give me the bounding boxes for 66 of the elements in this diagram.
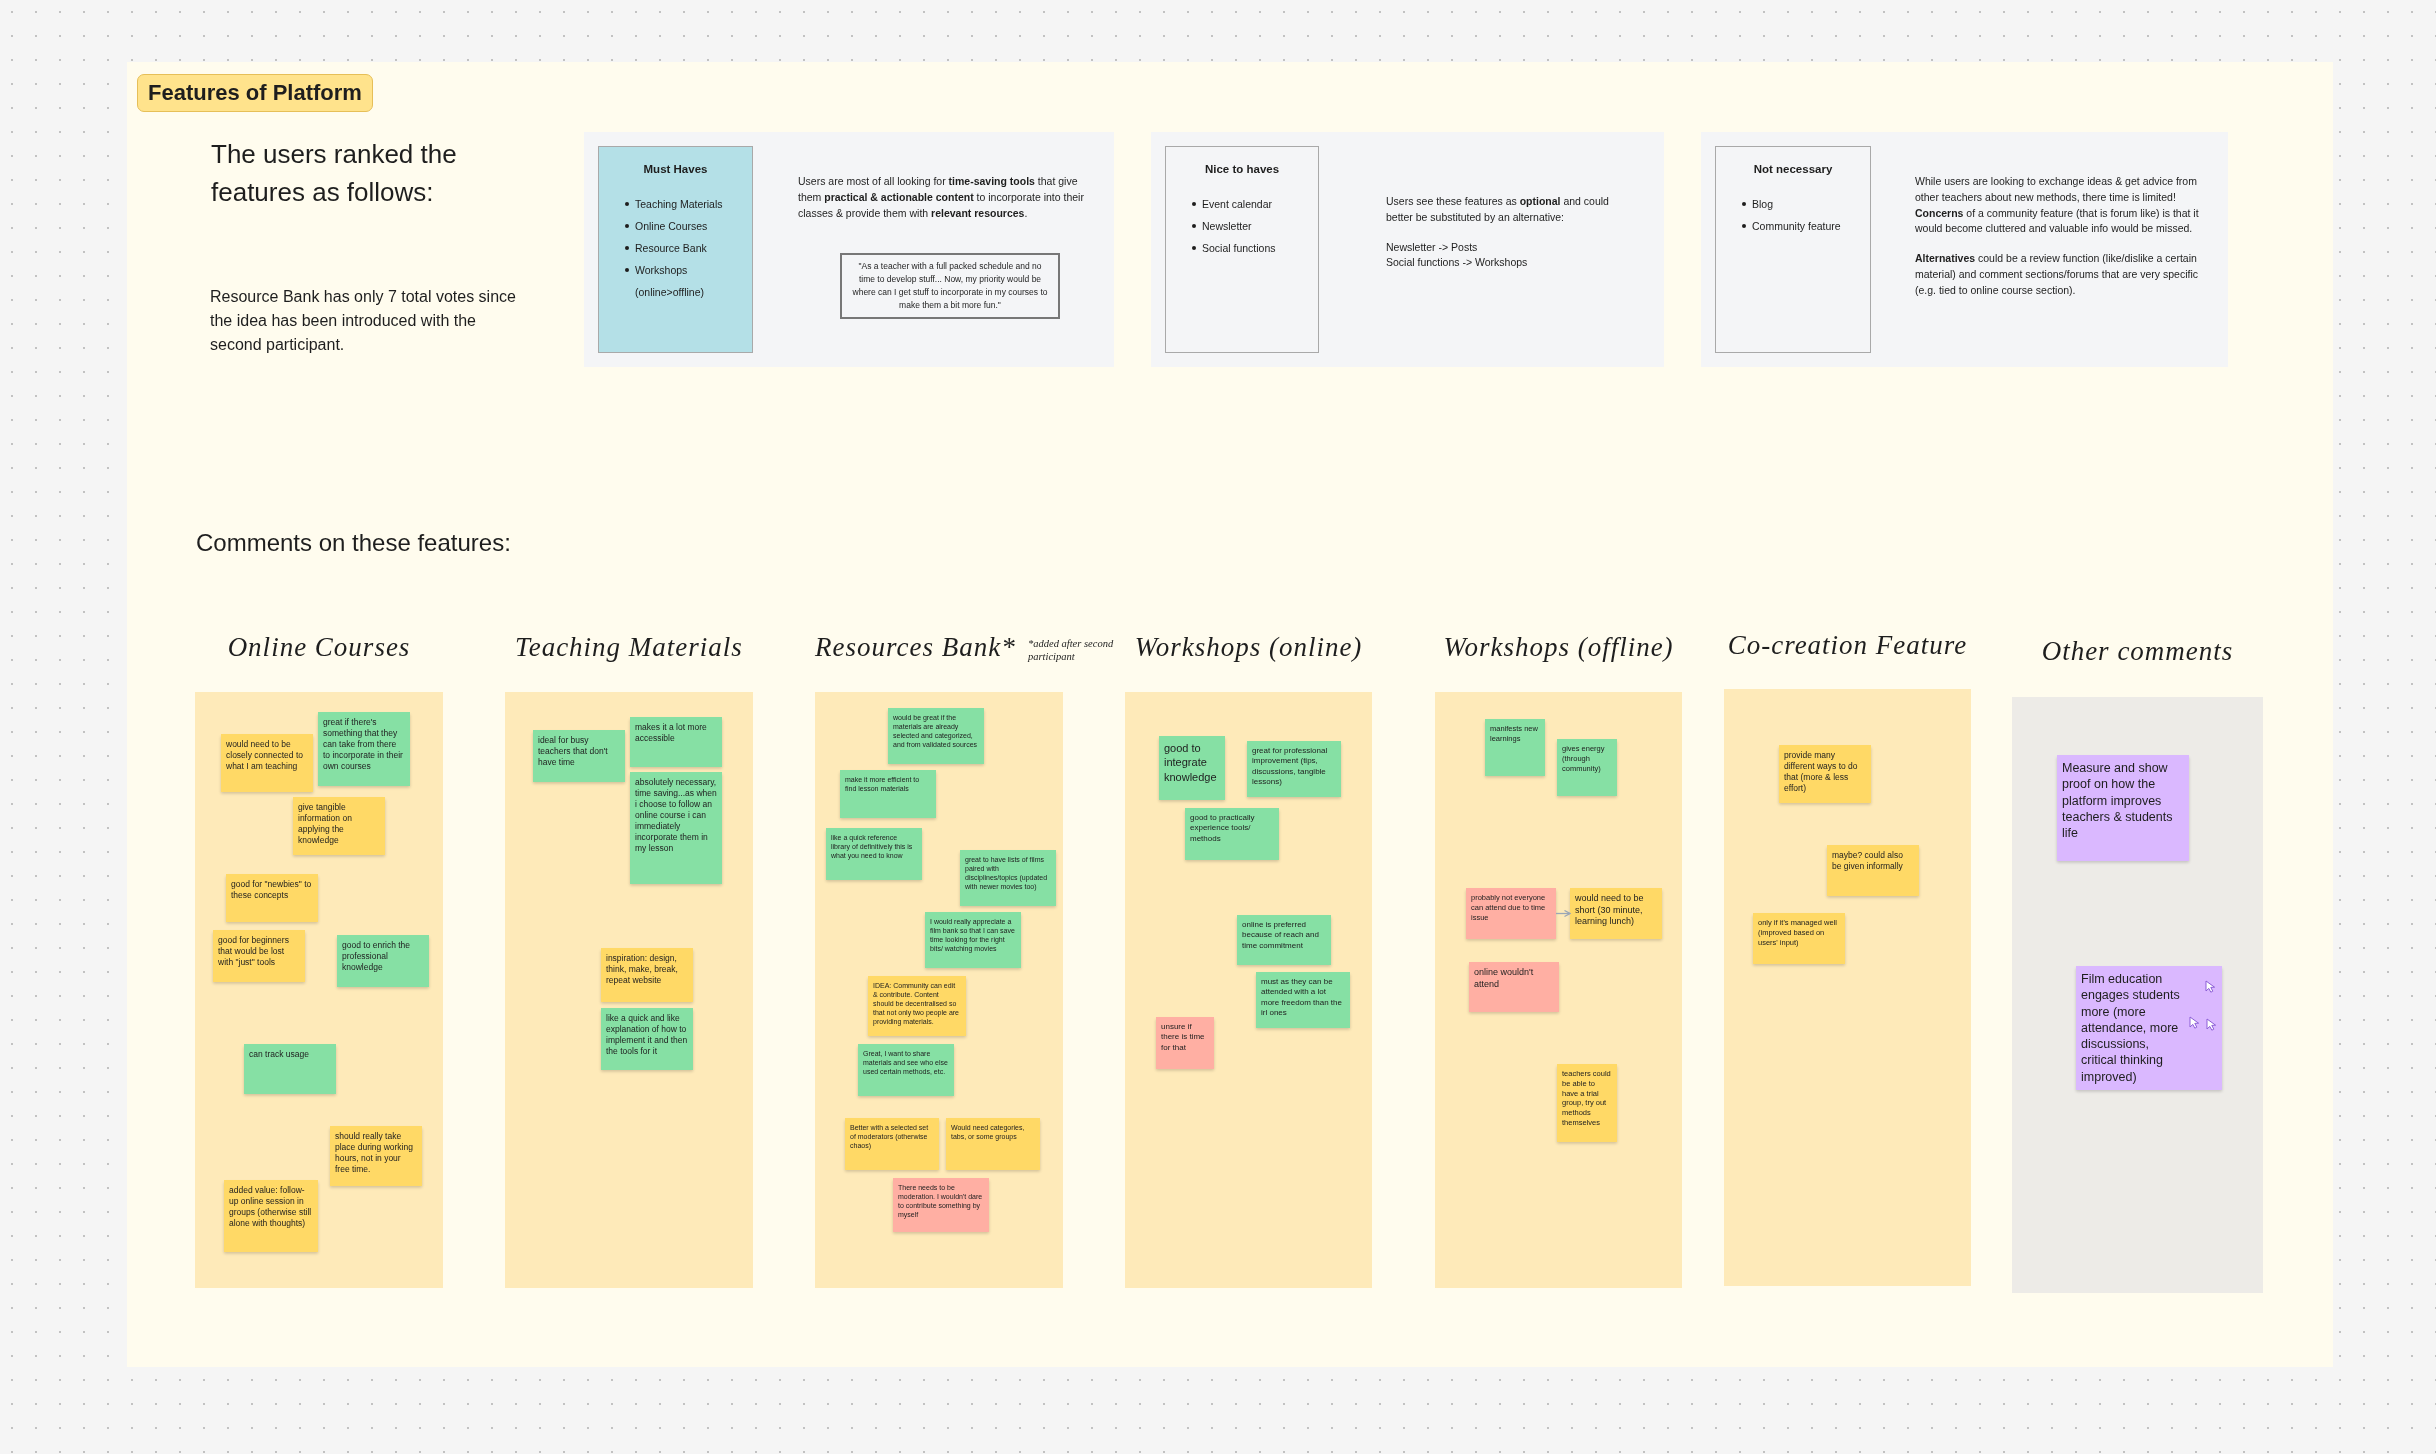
column-heading: Resources Bank* xyxy=(815,632,1016,663)
sticky-note: makes it a lot more accessible xyxy=(630,717,722,767)
sticky-note: great if there's something that they can take from there to incorporate in their own courses xyxy=(318,712,410,786)
summary-panel xyxy=(584,132,1114,367)
summary-panel xyxy=(1701,132,2228,367)
sticky-note: like a quick and like explanation of how to implement it and then the tools for it xyxy=(601,1008,693,1070)
category-card xyxy=(1165,146,1319,353)
sticky-note: give tangible information on applying the knowledge xyxy=(293,797,385,855)
arrow xyxy=(1555,909,1571,918)
sticky-note: great for professional improvement (tips, discussions, tangible lessons) xyxy=(1247,741,1341,797)
sticky-note: online wouldn't attend xyxy=(1469,962,1559,1012)
column-heading: Workshops (offline) xyxy=(1443,632,1674,663)
column-heading: Online Courses xyxy=(227,632,411,663)
panel-text: Newsletter -> Posts xyxy=(1386,239,1479,255)
sticky-note xyxy=(2076,966,2222,1090)
sticky-note: must as they can be attended with a lot more freedom than the irl ones xyxy=(1256,972,1350,1028)
column-heading: Other comments xyxy=(2041,636,2234,667)
sticky-note: ideal for busy teachers that don't have time xyxy=(533,730,625,782)
panel-text: Social functions -> Workshops xyxy=(1386,255,1529,271)
sticky-note: would need to be closely connected to what I am teaching xyxy=(221,734,313,792)
sticky-note: maybe? could also be given informally xyxy=(1827,845,1919,896)
sticky-note: added value: follow-up online session in groups (otherwise still alone with thoughts) xyxy=(224,1180,318,1252)
panel-text: While users are looking to exchange ideas & get advice from other teachers about new methods, there time is limited! Concerns of a community feature (that is forum like) is that it would become cluttered and valuable info would be missed. xyxy=(1915,174,2200,237)
sticky-note: online is preferred because of reach and time commitment xyxy=(1237,915,1331,965)
footnote-text: *added after second participant xyxy=(1028,638,1115,664)
column-heading: Workshops (online) xyxy=(1134,632,1363,663)
panel-text: Users are most of all looking for time-saving tools that give them practical & actionable content to incorporate into their classes & provide them with relevant resources. xyxy=(798,174,1085,221)
sticky-note: Measure and show proof on how the platform improves teachers & students life xyxy=(2057,755,2189,861)
sticky-note: good to enrich the professional knowledge xyxy=(337,935,429,987)
panel-text: Users see these features as optional and could better be substituted by an alternative: xyxy=(1386,194,1610,225)
sticky-note: good to integrate knowledge xyxy=(1159,736,1225,800)
list-item: Event calendar xyxy=(1192,193,1312,215)
panel-text: Alternatives could be a review function (like/dislike a certain material) and comment sections/forums that are very specific (e.g. tied to online course section). xyxy=(1915,251,2200,298)
column-heading: Teaching Materials xyxy=(515,632,743,663)
sticky-note: unsure if there is time for that xyxy=(1156,1017,1214,1069)
quote-box: "As a teacher with a full packed schedule and no time to develop stuff... Now, my priority would be where can I get stuff to incorporate in my courses to make them a bit more fun." xyxy=(840,253,1060,319)
sticky-note: good for beginners that would be lost with "just" tools xyxy=(213,930,305,982)
list-item: Workshops (online>offline) xyxy=(625,259,746,303)
summary-panel xyxy=(1151,132,1664,367)
list-item: Resource Bank xyxy=(625,237,746,259)
sticky-note: provide many different ways to do that (more & less effort) xyxy=(1779,745,1871,803)
card-title: Nice to haves xyxy=(1204,163,1280,175)
intro-heading: The users ranked the features as follows: xyxy=(211,138,458,209)
sticky-note: good to practically experience tools/ methods xyxy=(1185,808,1279,860)
card-title: Not necessary xyxy=(1753,163,1833,175)
sticky-note: absolutely necessary, time saving...as when i choose to follow an online course i can immediately incorporate them in my lesson xyxy=(630,772,722,884)
vote-note: Resource Bank has only 7 total votes since the idea has been introduced with the second participant. xyxy=(210,287,517,355)
card-title: Must Haves xyxy=(643,163,708,175)
title-badge: Features of Platform xyxy=(137,74,373,112)
list-item: Blog xyxy=(1742,193,1864,215)
sticky-note: inspiration: design, think, make, break, repeat website xyxy=(601,948,693,1002)
list-item: Social functions xyxy=(1192,237,1312,259)
category-card xyxy=(1715,146,1871,353)
comments-heading: Comments on these features: xyxy=(196,528,511,558)
list-item: Community feature xyxy=(1742,215,1864,237)
sticky-note: can track usage xyxy=(244,1044,336,1094)
sticky-note: would need to be short (30 minute, learning lunch) xyxy=(1570,888,1662,939)
sticky-note: should really take place during working hours, not in your free time. xyxy=(330,1126,422,1186)
list-item: Online Courses xyxy=(625,215,746,237)
list-item: Teaching Materials xyxy=(625,193,746,215)
column-heading: Co-creation Feature xyxy=(1727,630,1968,661)
list-item: Newsletter xyxy=(1192,215,1312,237)
board-section xyxy=(127,62,2333,1367)
sticky-note: good for "newbies" to these concepts xyxy=(226,874,318,922)
note-text: Film education engages students more (more attendance, more discussions, critical thinking improved) xyxy=(2081,971,2181,1085)
category-card xyxy=(598,146,753,353)
